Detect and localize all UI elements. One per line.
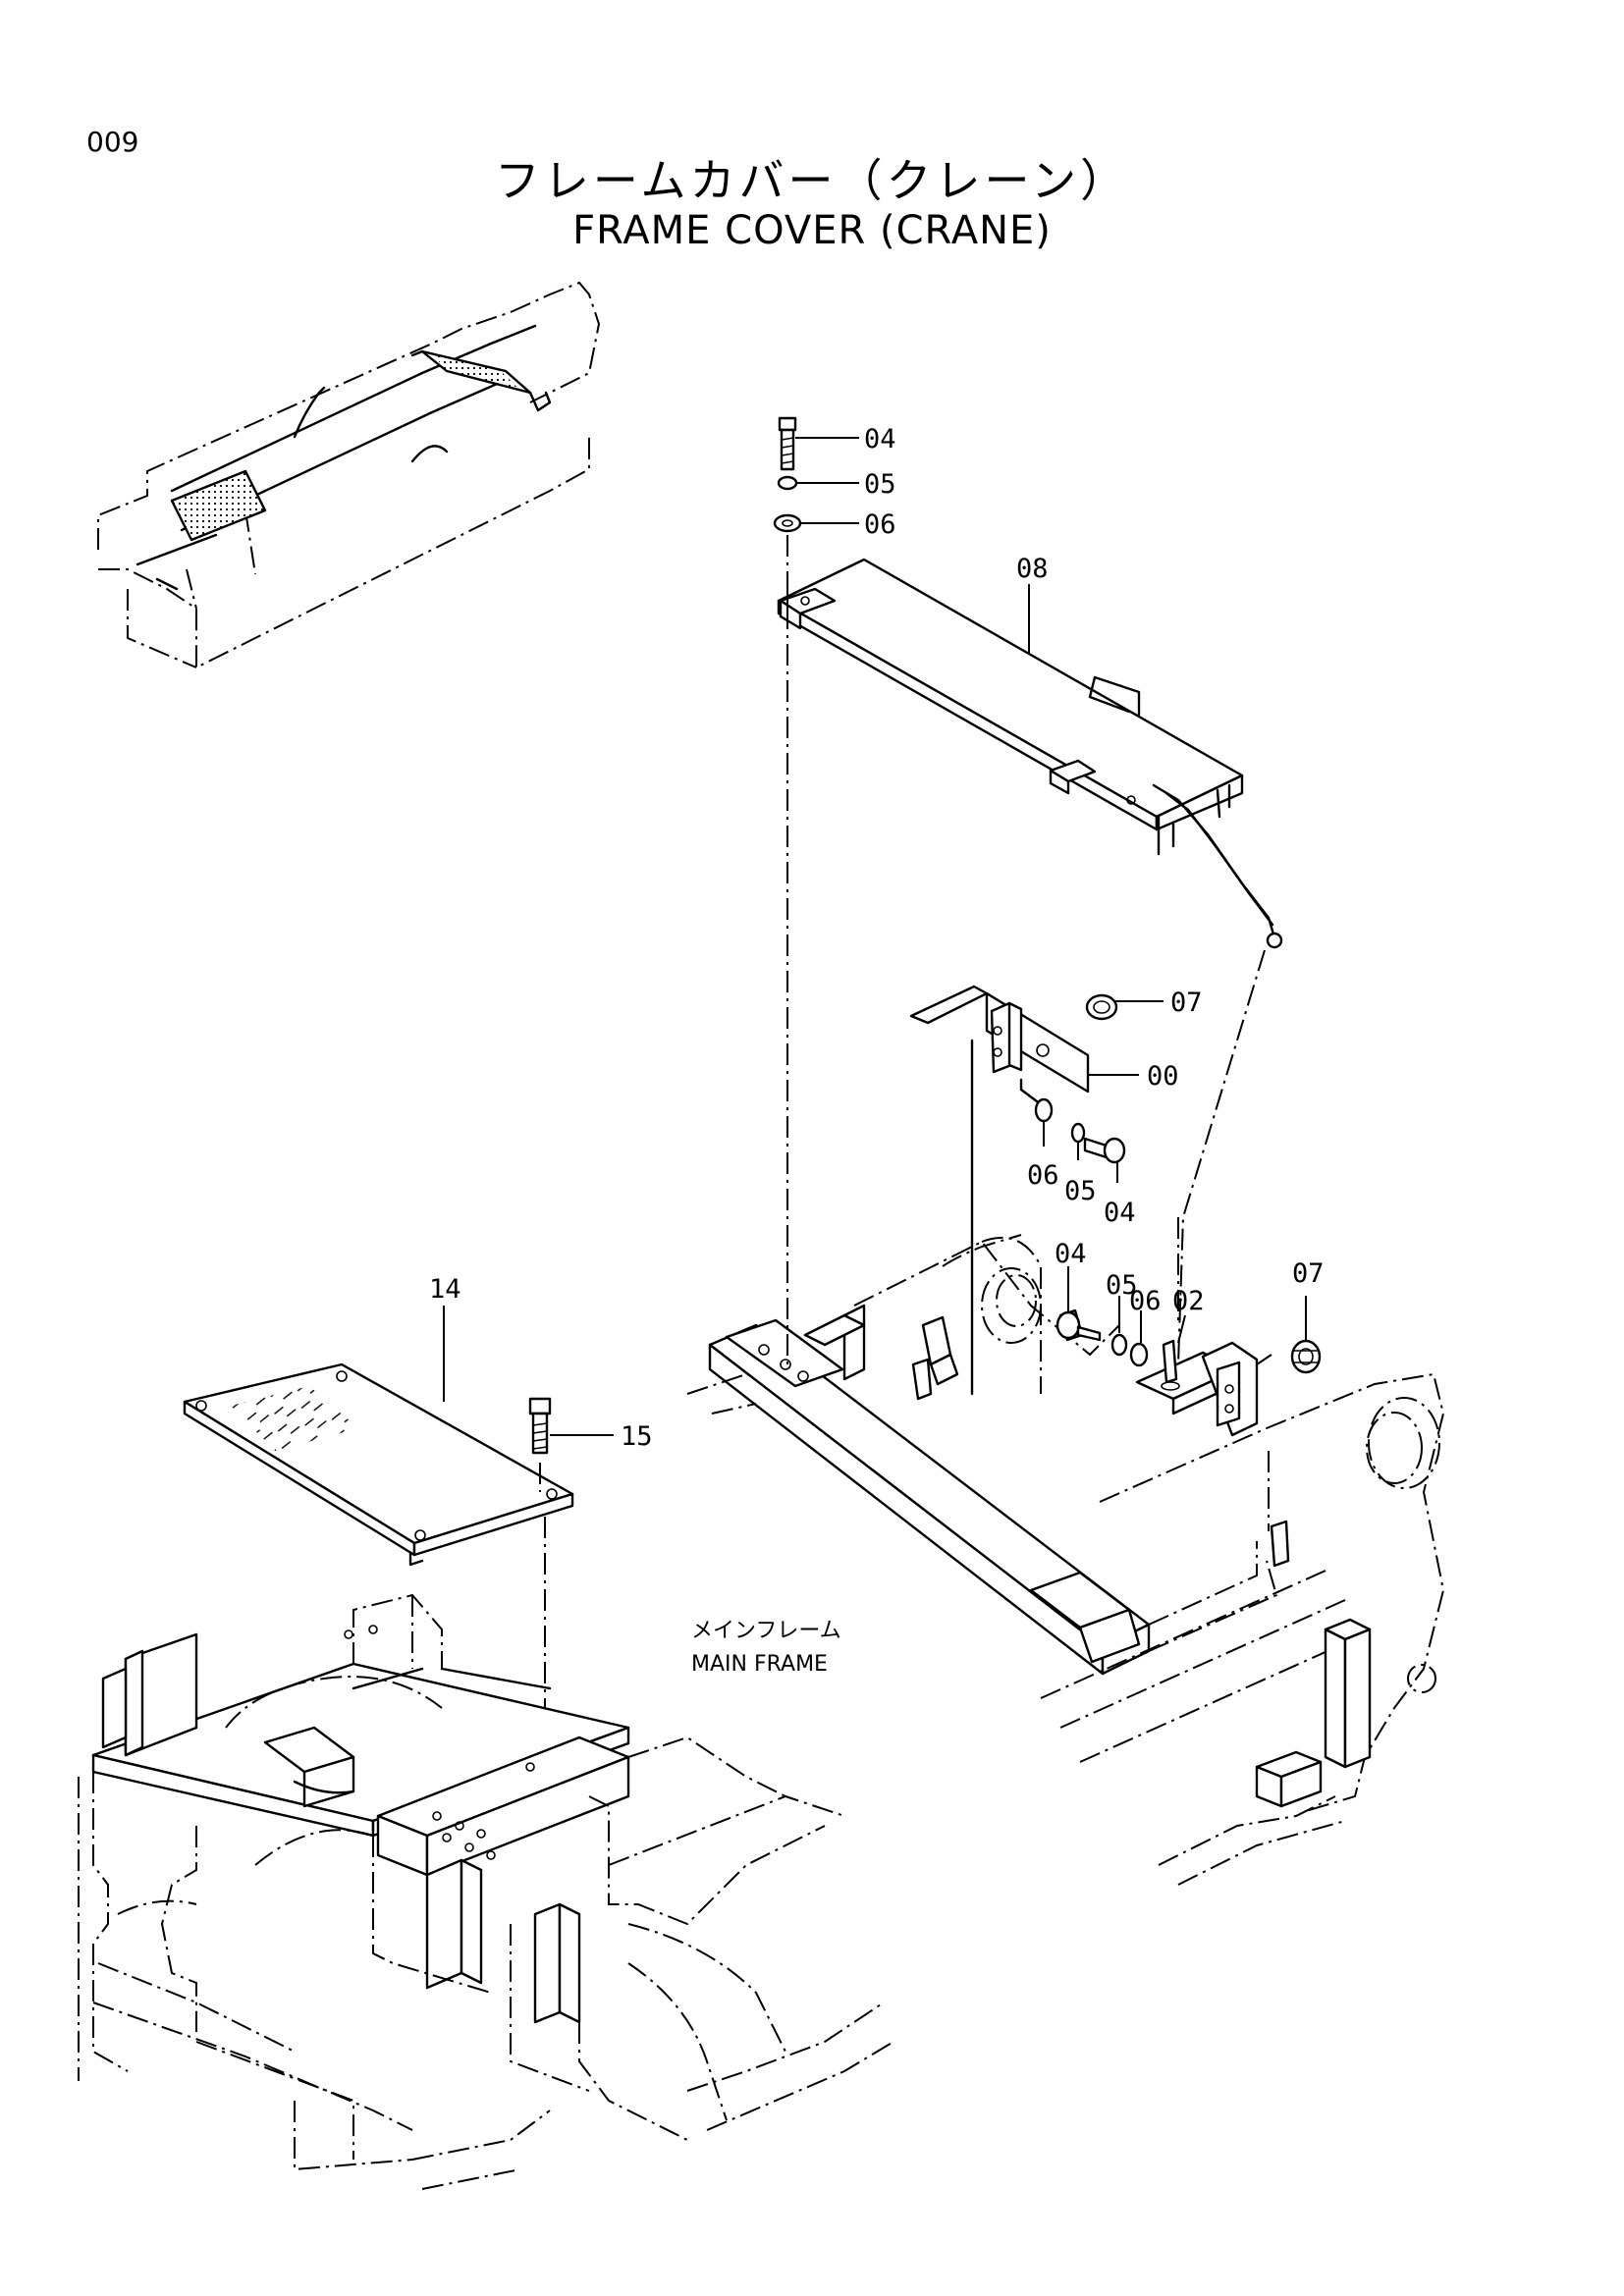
callout-02: 02 xyxy=(1172,1286,1205,1316)
callout-06-top: 06 xyxy=(864,509,896,540)
callout-15: 15 xyxy=(621,1421,653,1452)
bracket-00 xyxy=(909,985,1118,1396)
main-frame-label-jp: メインフレーム xyxy=(691,1619,841,1643)
callout-06-low: 06 xyxy=(1129,1286,1162,1316)
callout-07-upper: 07 xyxy=(1170,988,1203,1018)
overview-sketch xyxy=(97,281,601,669)
callout-14: 14 xyxy=(429,1274,461,1305)
callout-07-low: 07 xyxy=(1292,1258,1325,1289)
hardware-top xyxy=(773,416,802,1364)
frame-cover-08 xyxy=(777,558,1283,949)
leader-lines xyxy=(550,437,1307,1436)
title-english: FRAME COVER (CRANE) xyxy=(572,208,1052,253)
callout-04-low: 04 xyxy=(1055,1239,1087,1269)
callout-05-low: 05 xyxy=(1106,1270,1138,1301)
bracket-02 xyxy=(1056,949,1322,1531)
callout-05-top: 05 xyxy=(864,469,896,500)
callout-04-mid: 04 xyxy=(1104,1198,1136,1228)
callout-05-mid: 05 xyxy=(1064,1176,1097,1206)
callout-00: 00 xyxy=(1147,1061,1179,1092)
title-japanese: フレームカバー（クレーン） xyxy=(494,154,1130,207)
hardware-mid xyxy=(1034,1097,1126,1164)
main-frame-crossmember xyxy=(686,1234,1445,1886)
callout-08: 08 xyxy=(1016,554,1049,584)
lower-left-frame xyxy=(78,1593,894,2190)
main-frame-label-en: MAIN FRAME xyxy=(691,1652,828,1677)
plate-14 xyxy=(183,1306,574,1567)
page-number: 009 xyxy=(86,126,139,158)
main-frame-annotation: メインフレーム MAIN FRAME xyxy=(691,1619,841,1677)
callout-06-mid: 06 xyxy=(1027,1160,1059,1191)
callout-04-top: 04 xyxy=(864,424,896,454)
callouts: 04 05 06 08 07 00 06 05 04 04 05 06 02 0… xyxy=(429,424,1325,1452)
